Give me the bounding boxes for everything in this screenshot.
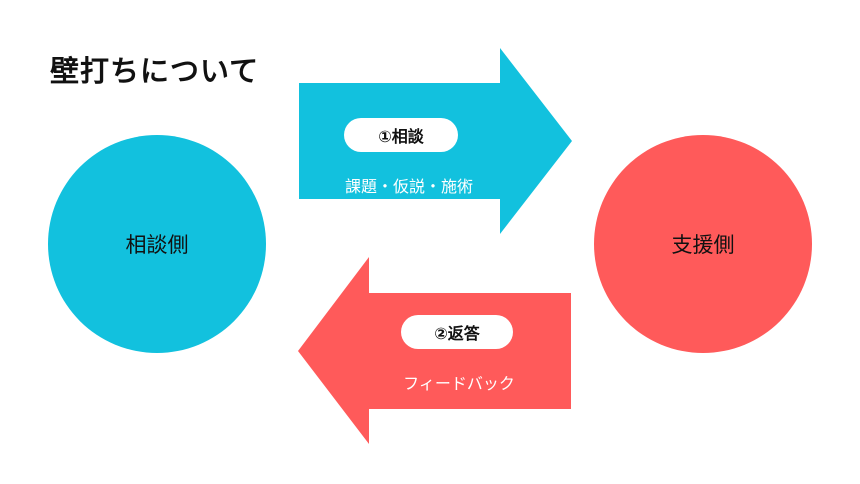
consulter-node: 相談側 — [48, 135, 266, 353]
page-title: 壁打ちについて — [50, 54, 260, 88]
supporter-node: 支援側 — [594, 135, 812, 353]
consult-topics: 課題・仮説・施術 — [344, 177, 473, 196]
reply-arrow — [298, 257, 571, 444]
consult-badge: ①相談 — [344, 118, 458, 152]
reply-badge: ②返答 — [401, 315, 513, 349]
reply-topics: フィードバック — [403, 374, 515, 393]
supporter-label: 支援側 — [671, 233, 735, 257]
consulter-label: 相談側 — [125, 233, 189, 257]
